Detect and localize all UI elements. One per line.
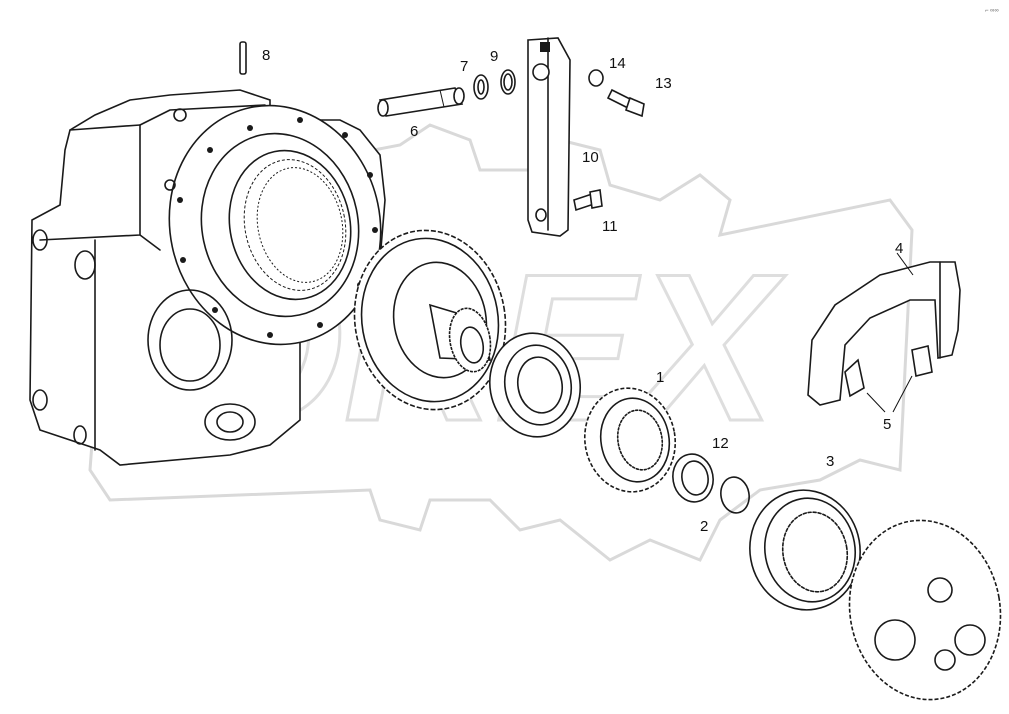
callout-5: 5 xyxy=(883,416,891,433)
drive-gear xyxy=(353,229,507,411)
leader-lines xyxy=(866,252,914,413)
callout-3: 3 xyxy=(826,453,834,470)
part-3-sliding-sleeve xyxy=(749,489,861,611)
callout-9: 9 xyxy=(490,48,498,65)
callout-4: 4 xyxy=(895,240,903,257)
gearbox-housing xyxy=(29,89,386,466)
part-6-shaft xyxy=(377,87,465,117)
callout-11: 11 xyxy=(602,218,618,235)
callout-6: 6 xyxy=(410,123,418,140)
callout-7: 7 xyxy=(460,58,468,75)
callout-12: 12 xyxy=(712,435,729,452)
part-5-shift-pads xyxy=(844,345,933,398)
part-7-ring xyxy=(473,74,489,100)
callout-1: 1 xyxy=(656,369,664,386)
part-12-thrust-washer xyxy=(672,453,714,503)
callout-2: 2 xyxy=(700,518,708,535)
part-13-bolt xyxy=(606,88,645,118)
callout-10: 10 xyxy=(582,149,599,166)
callout-labels: 1 2 3 4 5 6 7 8 9 10 11 12 13 14 xyxy=(262,47,903,535)
part-14-washer xyxy=(588,69,604,87)
part-2-snap-ring xyxy=(720,476,750,514)
part-10-lever-arm xyxy=(527,37,571,237)
part-8-pin xyxy=(239,41,247,75)
callout-13: 13 xyxy=(655,75,672,92)
corner-mark: ⌐ ∞∞ xyxy=(985,8,999,14)
part-1-synchro-hub xyxy=(583,387,677,493)
part-4-shift-fork xyxy=(807,261,961,406)
part-11-bolt xyxy=(573,189,603,212)
callout-8: 8 xyxy=(262,47,270,64)
planet-carrier-gear xyxy=(848,519,1002,701)
bearing xyxy=(488,332,582,438)
callout-14: 14 xyxy=(609,55,626,72)
